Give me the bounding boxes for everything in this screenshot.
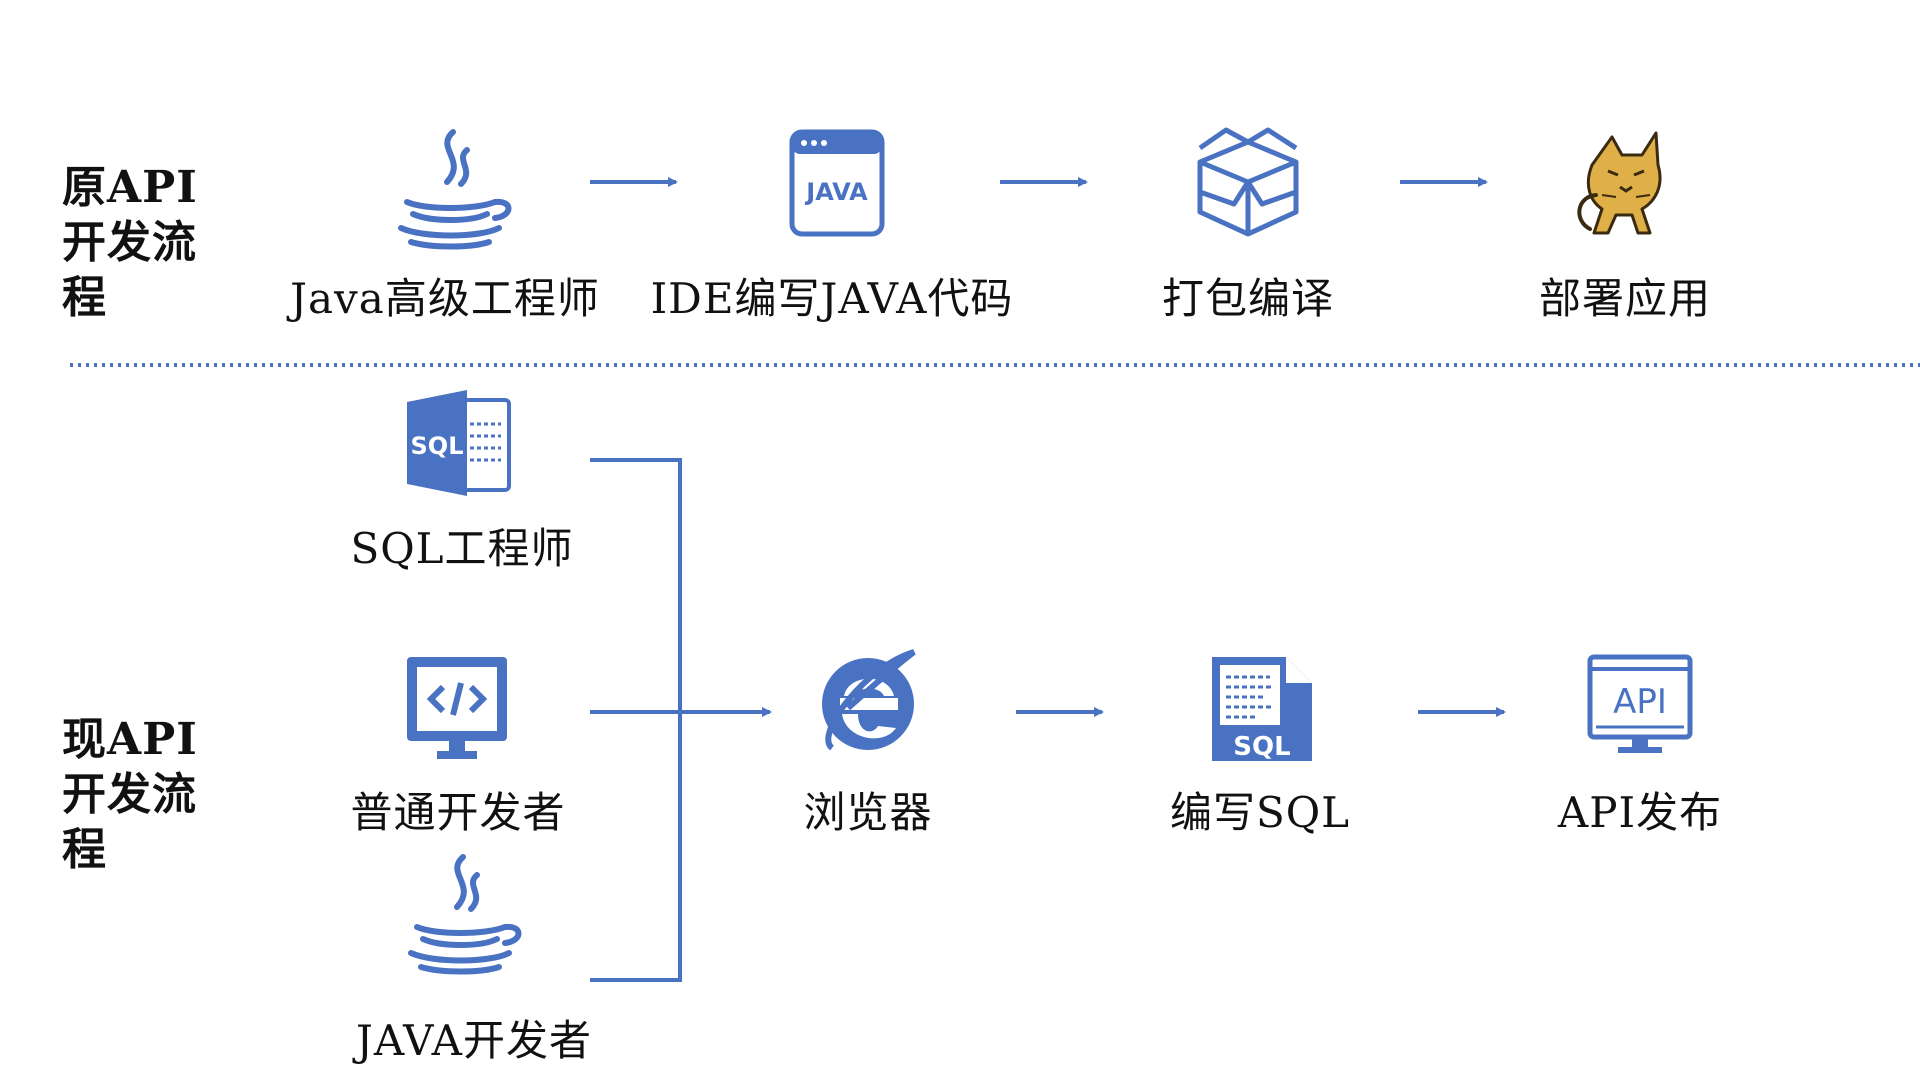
package-box-icon (1197, 127, 1299, 237)
sql-doc-text: SQL (1233, 732, 1290, 762)
step-label-write-sql: 编写SQL (1169, 788, 1351, 837)
step-label-java-engineer: Java高级工程师 (290, 274, 600, 323)
browser-e-icon (822, 649, 916, 751)
step-label-ide-java-code: IDE编写JAVA代码 (650, 274, 1014, 323)
role-connector-bracket (590, 458, 682, 982)
api-text: API (1613, 682, 1667, 722)
step-label-deploy-app: 部署应用 (1538, 274, 1712, 323)
step-label-api-publish: API发布 (1557, 788, 1723, 837)
ide-java-text: JAVA (804, 178, 868, 206)
current-flow-label: 现API开发流程 (62, 714, 198, 875)
step-label-package-compile: 打包编译 (1161, 274, 1335, 323)
step-label-browser: 浏览器 (803, 788, 933, 837)
role-label-sql-engineer: SQL工程师 (350, 524, 574, 573)
code-monitor-icon (407, 657, 507, 759)
role-label-java-developer: JAVA开发者 (356, 1016, 592, 1065)
role-label-developer: 普通开发者 (350, 788, 566, 837)
sql-file-text: SQL (411, 432, 464, 460)
java-cup-icon (398, 129, 512, 250)
ide-window-icon: JAVA (789, 129, 885, 237)
java-cup-icon (408, 854, 522, 975)
api-monitor-icon: API (1587, 654, 1693, 753)
tomcat-icon (1577, 131, 1662, 235)
sql-document-icon: SQL (1212, 657, 1312, 762)
legacy-flow-label: 原API开发流程 (62, 162, 198, 323)
sql-file-icon: SQL (407, 390, 511, 496)
